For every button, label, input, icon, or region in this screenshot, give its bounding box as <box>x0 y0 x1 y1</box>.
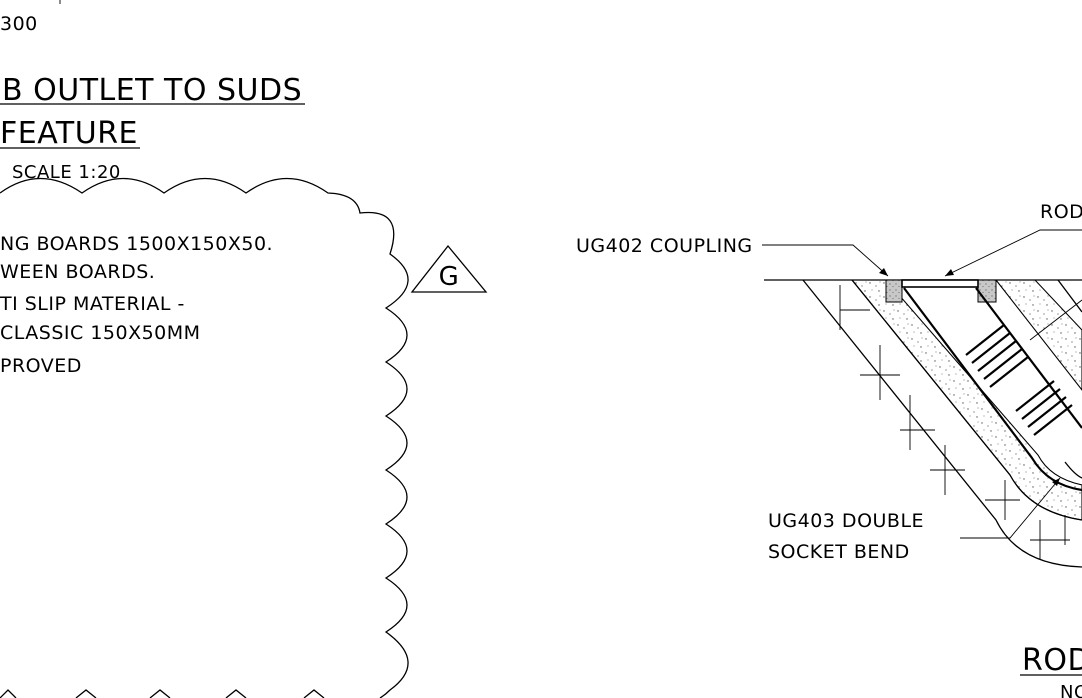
note-line: TI SLIP MATERIAL - <box>0 293 185 315</box>
pipe-joint-lower <box>1015 380 1073 436</box>
second-title-line1: ROD <box>1022 643 1082 678</box>
detail-scale: SCALE 1:20 <box>12 162 121 183</box>
notes-block: NG BOARDS 1500X150X50. WEEN BOARDS. TI S… <box>0 233 273 377</box>
granular-surround-right <box>994 279 1082 391</box>
pipe-bend-inner <box>1064 461 1082 479</box>
detail-title-line2: FEATURE <box>0 116 138 151</box>
excavation-outer-edge <box>802 279 1082 568</box>
rodding-detail: UG402 COUPLING ROD UG403 DOUBLE SOCKET B… <box>576 201 1082 698</box>
revision-triangle <box>410 244 488 293</box>
revision-cloud-bottom <box>0 689 325 698</box>
coupling-arrowhead <box>879 268 888 276</box>
granular-surround <box>850 279 1082 521</box>
bend-callout-line1: UG403 DOUBLE <box>768 510 924 532</box>
coupling-callout: UG402 COUPLING <box>576 235 753 257</box>
coupling-leader <box>762 244 889 277</box>
revision-triangle-tag: G <box>410 244 488 293</box>
bend-arrowhead <box>1052 478 1060 486</box>
inner-leader <box>1029 299 1082 341</box>
pipe-wall-left <box>903 287 1082 492</box>
rodding-leader <box>944 229 1082 277</box>
concrete-collar-right <box>977 279 997 303</box>
bend-callout-line2: SOCKET BEND <box>768 541 910 563</box>
note-line: WEEN BOARDS. <box>0 261 155 283</box>
pipe-joint-upper <box>965 324 1029 388</box>
rodding-callout: ROD <box>1040 201 1082 223</box>
top-fragment-text: 300 <box>0 13 38 35</box>
concrete-collar-left <box>885 279 903 303</box>
rodding-arrowhead <box>945 269 954 276</box>
pipe-wall-right <box>975 287 1082 429</box>
revision-letter: G <box>439 262 460 292</box>
rodding-cap <box>901 279 979 288</box>
second-title-line2: NO <box>1060 682 1082 698</box>
hatch-marks <box>839 285 1070 560</box>
detail-title-block: 300 B OUTLET TO SUDS FEATURE SCALE 1:20 <box>0 0 305 183</box>
revision-cloud <box>0 177 409 698</box>
detail-title-line1: B OUTLET TO SUDS <box>2 73 302 108</box>
note-line: NG BOARDS 1500X150X50. <box>0 233 273 255</box>
note-line: CLASSIC 150X50MM <box>0 322 201 344</box>
trench-right-edge <box>1057 279 1082 313</box>
bend-leader <box>960 477 1061 539</box>
note-line: PROVED <box>0 355 82 377</box>
